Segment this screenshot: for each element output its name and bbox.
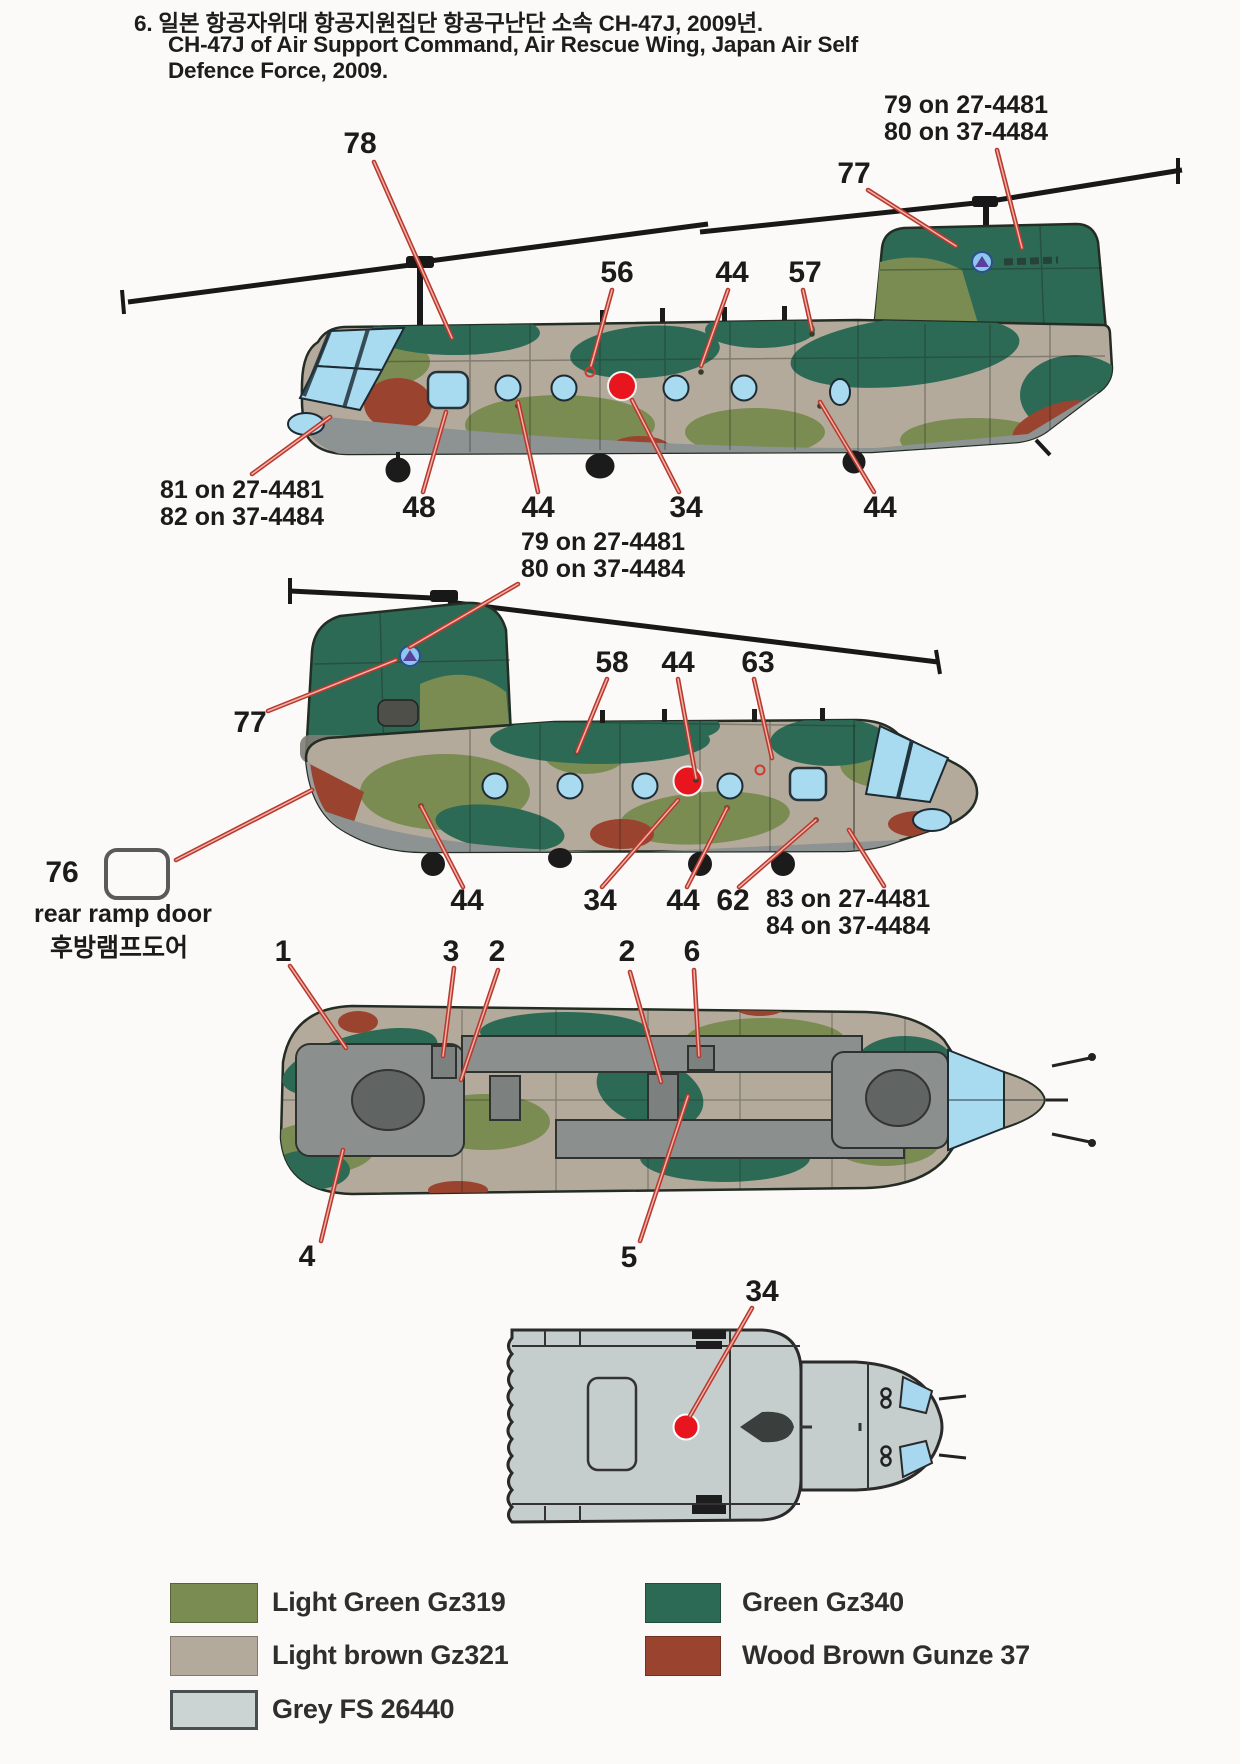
camouflage-pattern bbox=[301, 320, 1112, 454]
camouflage-pattern bbox=[306, 720, 948, 852]
callout-44: 44 bbox=[521, 491, 555, 524]
callout-4: 4 bbox=[298, 1240, 316, 1273]
cockpit-glazing bbox=[287, 326, 406, 436]
callout-44: 44 bbox=[450, 884, 484, 917]
callout-77: 77 bbox=[233, 706, 267, 739]
side-view-nose-right bbox=[288, 578, 979, 876]
callout-58: 58 bbox=[595, 646, 629, 679]
nose-belly bbox=[799, 1360, 944, 1492]
callout-5: 5 bbox=[620, 1241, 638, 1274]
rivet-dots bbox=[418, 749, 819, 823]
decal-note-line: 79 on 27-4481 bbox=[884, 91, 1048, 119]
callout-78: 78 bbox=[343, 127, 377, 160]
front-rotor-head bbox=[865, 1069, 931, 1127]
decal-note-line: 84 on 37-4484 bbox=[766, 912, 930, 940]
leader-lines bbox=[176, 150, 1022, 1416]
top-plan-view bbox=[279, 1004, 1096, 1196]
decal-note-79-80-v2: 79 on 27-4481 80 on 37-4484 bbox=[521, 529, 685, 583]
legend-label-green: Green Gz340 bbox=[742, 1587, 904, 1617]
aft-rotor bbox=[699, 158, 1183, 235]
rescue-wing-badge bbox=[971, 251, 993, 273]
hook-fairing bbox=[740, 1411, 794, 1443]
decal-note-line: 82 on 37-4484 bbox=[160, 503, 324, 531]
underside-view bbox=[506, 1328, 967, 1524]
callout-1: 1 bbox=[274, 935, 292, 968]
landing-gear bbox=[421, 848, 795, 876]
gear-doors bbox=[692, 1330, 726, 1514]
title-line-english-2: Defence Force, 2009. bbox=[168, 58, 388, 83]
decal-note-81-82: 81 on 27-4481 82 on 37-4484 bbox=[160, 477, 324, 531]
callout-77: 77 bbox=[837, 157, 871, 190]
title-line-english: CH-47J of Air Support Command, Air Rescu… bbox=[168, 32, 859, 57]
title-line-korean: 6. 일본 항공자위대 항공지원집단 항공구난단 소속 CH-47J, 2009… bbox=[134, 11, 763, 36]
panel-lines bbox=[512, 1330, 869, 1522]
legend-label-grey: Grey FS 26440 bbox=[272, 1694, 455, 1724]
ramp-door-symbol bbox=[104, 848, 170, 900]
legend-label-light-green: Light Green Gz319 bbox=[272, 1587, 506, 1617]
callout-44: 44 bbox=[863, 491, 897, 524]
chin-windows bbox=[898, 1375, 934, 1479]
spine-antennas bbox=[600, 708, 825, 723]
callout-34: 34 bbox=[583, 884, 617, 917]
cabin-windows bbox=[481, 772, 744, 800]
side-view-nose-left bbox=[120, 158, 1183, 483]
rivet-dots bbox=[515, 331, 823, 409]
callout-3: 3 bbox=[442, 935, 460, 968]
hinomaru-roundel bbox=[672, 1413, 700, 1441]
walkway-panels bbox=[295, 1035, 949, 1159]
callout-34: 34 bbox=[745, 1275, 779, 1308]
decal-note-line: 79 on 27-4481 bbox=[521, 528, 685, 556]
callout-62: 62 bbox=[716, 884, 750, 917]
decal-note-83-84: 83 on 27-4481 84 on 37-4484 bbox=[766, 886, 930, 940]
hinomaru-roundel bbox=[672, 765, 704, 797]
spine-antennas bbox=[600, 306, 787, 322]
rescue-wing-badge bbox=[399, 645, 421, 667]
callout-6: 6 bbox=[683, 935, 701, 968]
legend-swatch-light-green bbox=[170, 1583, 258, 1623]
decal-note-line: 83 on 27-4481 bbox=[766, 885, 930, 913]
callout-44: 44 bbox=[715, 256, 749, 289]
legend-swatch-wood-brown bbox=[645, 1636, 721, 1676]
callout-2: 2 bbox=[488, 935, 506, 968]
hinomaru-roundel bbox=[607, 371, 637, 401]
decal-note-line: 81 on 27-4481 bbox=[160, 476, 324, 504]
legend-swatch-light-brown bbox=[170, 1636, 258, 1676]
pitot-tubes bbox=[938, 1394, 967, 1460]
decal-note-79-80: 79 on 27-4481 80 on 37-4484 bbox=[884, 92, 1048, 146]
hinge-fittings bbox=[880, 1387, 892, 1467]
tail-number-mark bbox=[1003, 256, 1059, 266]
legend-swatch-green bbox=[645, 1583, 721, 1623]
nose-antennas bbox=[1046, 1056, 1091, 1144]
nose-section bbox=[947, 1048, 1047, 1152]
cabin-windows bbox=[494, 374, 851, 406]
legend-label-light-brown: Light brown Gz321 bbox=[272, 1640, 509, 1670]
callout-48: 48 bbox=[402, 491, 436, 524]
decal-note-line: 80 on 37-4484 bbox=[521, 555, 685, 583]
fuselage-belly bbox=[506, 1328, 803, 1524]
ramp-door-label-kr: 후방램프도어 bbox=[50, 934, 189, 962]
landing-gear bbox=[385, 438, 1052, 483]
cockpit-glazing bbox=[853, 724, 952, 848]
legend-swatch-grey bbox=[170, 1690, 258, 1730]
belly-hatch bbox=[586, 1376, 638, 1472]
decal-note-line: 80 on 37-4484 bbox=[884, 118, 1048, 146]
legend-label-wood-brown: Wood Brown Gunze 37 bbox=[742, 1640, 1030, 1670]
ramp-door-label-en: rear ramp door bbox=[34, 900, 212, 928]
callout-2: 2 bbox=[618, 935, 636, 968]
callout-44: 44 bbox=[666, 884, 700, 917]
callout-57: 57 bbox=[788, 256, 822, 289]
callout-34: 34 bbox=[669, 491, 703, 524]
callout-76: 76 bbox=[45, 856, 79, 889]
camouflage-pattern bbox=[281, 1006, 969, 1194]
callout-44: 44 bbox=[661, 646, 695, 679]
callout-56: 56 bbox=[600, 256, 634, 289]
callout-63: 63 bbox=[741, 646, 775, 679]
aft-rotor-head bbox=[351, 1069, 425, 1131]
